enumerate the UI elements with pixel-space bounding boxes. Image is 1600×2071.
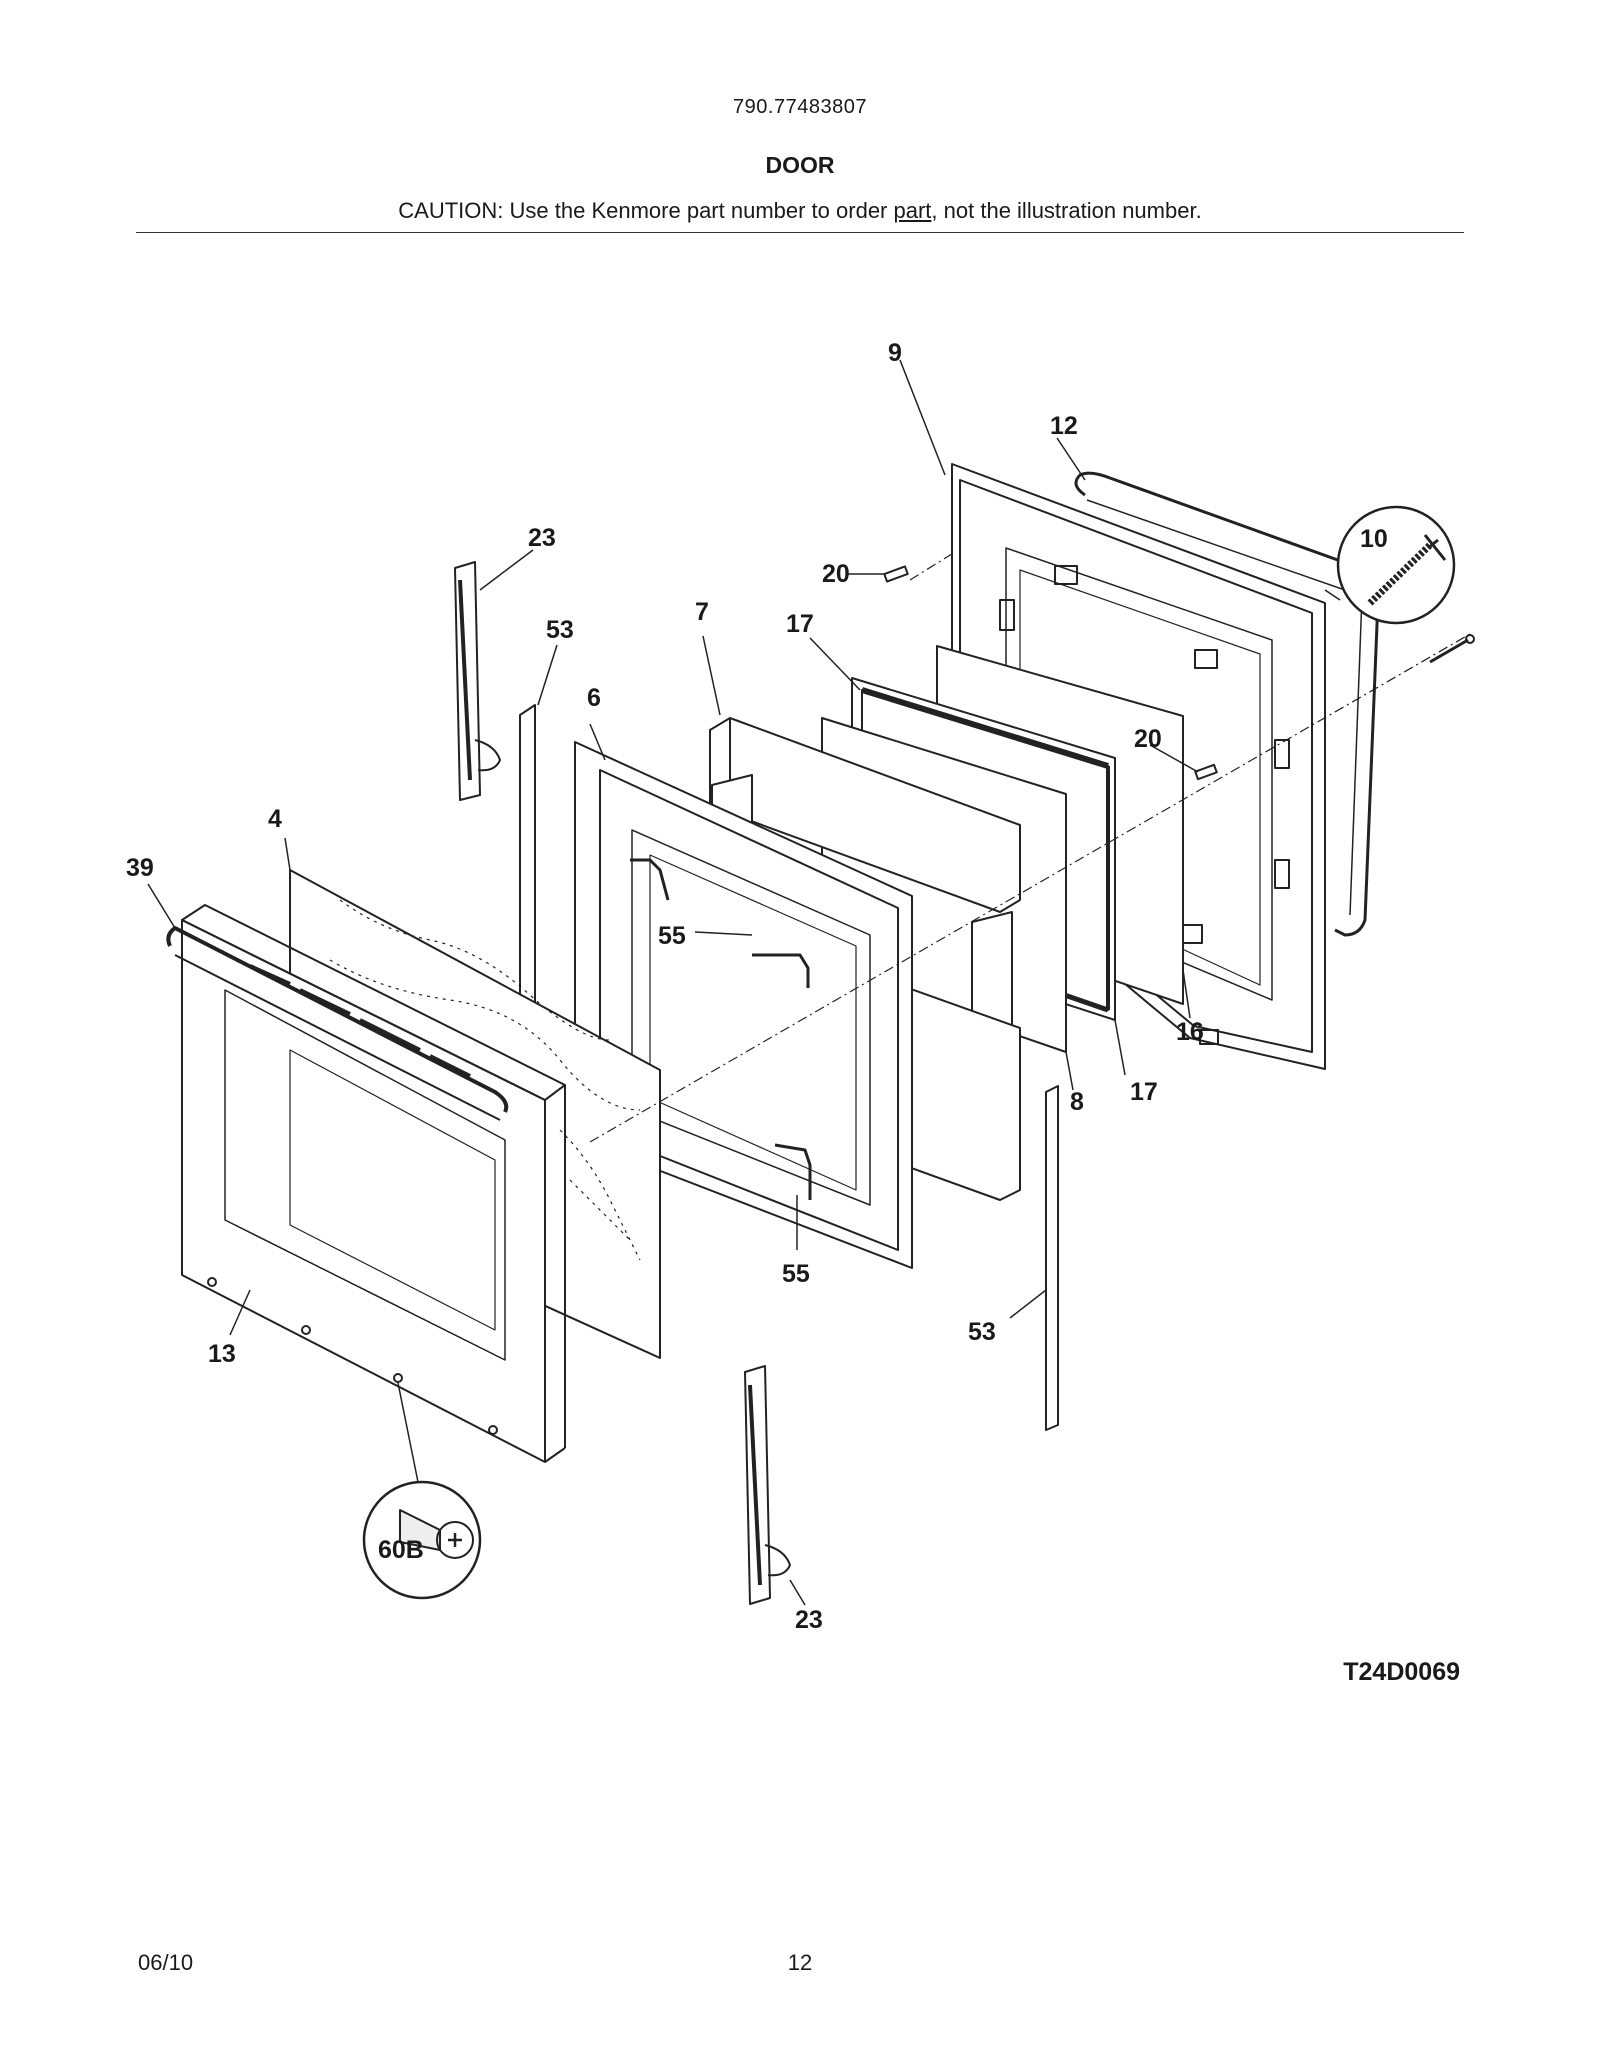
- section-title: DOOR: [765, 152, 835, 178]
- callout-9: 9: [888, 339, 902, 367]
- hinge-top: [454, 561, 501, 801]
- callout-55-bottom: 55: [782, 1260, 810, 1288]
- diagram-code: T24D0069: [1343, 1658, 1460, 1686]
- callout-7: 7: [695, 598, 709, 626]
- caution-suffix: , not the illustration number.: [931, 198, 1202, 223]
- header-divider: [136, 232, 1464, 233]
- callout-23-top: 23: [528, 524, 556, 552]
- callout-4: 4: [268, 805, 282, 833]
- callout-17-top: 17: [786, 610, 814, 638]
- callout-8: 8: [1070, 1088, 1084, 1116]
- screw-detail-bubble: [1336, 505, 1456, 625]
- callout-13: 13: [208, 1340, 236, 1368]
- footer-date: 06/10: [138, 1950, 194, 1975]
- callout-39: 39: [126, 854, 154, 882]
- clip-left: [883, 565, 909, 583]
- caution-prefix: CAUTION: Use the Kenmore part number to …: [398, 198, 894, 223]
- caution-text: CAUTION: Use the Kenmore part number to …: [0, 198, 1600, 224]
- door-screws: [207, 1277, 498, 1435]
- callout-53-bottom: 53: [968, 1318, 996, 1346]
- outer-door-panel: [166, 904, 566, 1463]
- hinge-bottom: [744, 1365, 791, 1605]
- caution-part-link: part: [893, 198, 932, 223]
- alignment-line: [589, 633, 1471, 1143]
- callout-23-bottom: 23: [795, 1606, 823, 1634]
- callout-20-left: 20: [822, 560, 850, 588]
- callout-20-right: 20: [1134, 725, 1162, 753]
- callout-12: 12: [1050, 412, 1078, 440]
- callout-16: 16: [1176, 1018, 1204, 1046]
- callout-53-top: 53: [546, 616, 574, 644]
- door-screw-small: [1429, 638, 1469, 664]
- model-number: 790.77483807: [733, 96, 867, 118]
- clip-right: [1194, 763, 1218, 781]
- callout-55-mid: 55: [658, 922, 686, 950]
- callout-17-bottom: 17: [1130, 1078, 1158, 1106]
- side-trim-bottom: [1045, 1085, 1059, 1431]
- screw-60b-detail-bubble: [362, 1480, 482, 1600]
- leader-lines: [147, 359, 1341, 1606]
- callout-6: 6: [587, 684, 601, 712]
- page-number: 12: [787, 1950, 813, 1975]
- callout-60b: 60B: [378, 1536, 424, 1564]
- callout-10: 10: [1360, 525, 1388, 553]
